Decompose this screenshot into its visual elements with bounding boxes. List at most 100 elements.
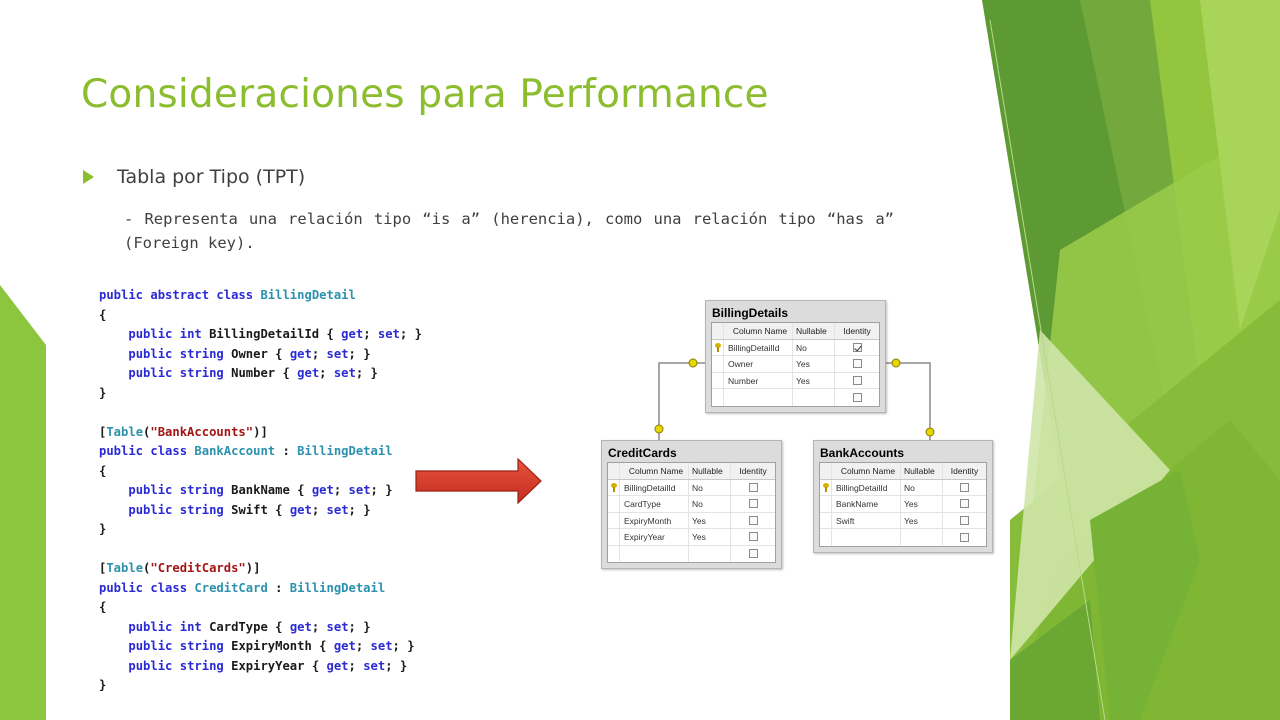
slide-title: Consideraciones para Performance bbox=[81, 72, 769, 117]
column-name-cell: BillingDetailId bbox=[620, 479, 689, 495]
table-row[interactable] bbox=[712, 389, 879, 406]
nullable-cell: Yes bbox=[901, 512, 943, 528]
column-header: Nullable bbox=[689, 463, 731, 479]
column-name-cell: ExpiryYear bbox=[620, 529, 689, 545]
primary-key-icon bbox=[714, 343, 721, 353]
nullable-cell: No bbox=[689, 496, 731, 512]
triangle-right-icon bbox=[83, 170, 94, 184]
bullet-text: Tabla por Tipo (TPT) bbox=[117, 166, 306, 188]
code-line: } bbox=[99, 678, 107, 692]
identity-checkbox[interactable] bbox=[960, 499, 969, 509]
primary-key-icon bbox=[610, 483, 617, 493]
column-header: Column Name bbox=[832, 463, 901, 479]
column-header: Identity bbox=[739, 465, 767, 476]
code-line: public string Number { get; set; } bbox=[128, 366, 378, 380]
code-line: public string ExpiryMonth { get; set; } bbox=[128, 639, 415, 653]
column-name-cell bbox=[620, 545, 689, 562]
code-line: public string BankName { get; set; } bbox=[128, 483, 393, 497]
primary-key-icon bbox=[822, 483, 829, 493]
column-header: Column Name bbox=[724, 323, 793, 339]
column-header: Identity bbox=[843, 325, 871, 336]
nullable-cell bbox=[793, 389, 835, 406]
code-line: public string Owner { get; set; } bbox=[128, 346, 371, 361]
code-line: [Table("CreditCards")] bbox=[99, 561, 261, 575]
nullable-cell: No bbox=[793, 339, 835, 355]
column-name-cell bbox=[724, 389, 793, 406]
description-text: - Representa una relación tipo “is a” (h… bbox=[124, 210, 894, 252]
code-line bbox=[99, 403, 422, 423]
column-header: Nullable bbox=[793, 323, 835, 339]
column-header: Column Name bbox=[620, 463, 689, 479]
table-title: BankAccounts bbox=[820, 446, 905, 460]
column-name-cell: BillingDetailId bbox=[724, 339, 793, 355]
identity-checkbox[interactable] bbox=[748, 499, 758, 509]
column-header: Nullable bbox=[901, 463, 943, 479]
identity-checkbox[interactable] bbox=[960, 515, 969, 525]
code-line: public string Swift { get; set; } bbox=[128, 502, 371, 517]
code-line bbox=[99, 540, 422, 560]
code-line: public abstract class BillingDetail bbox=[99, 288, 356, 302]
column-name-cell: CardType bbox=[620, 496, 689, 512]
column-name-cell bbox=[832, 529, 901, 546]
column-name-cell: ExpiryMonth bbox=[620, 512, 689, 528]
code-line: { bbox=[99, 307, 107, 322]
identity-checkbox[interactable] bbox=[852, 342, 862, 352]
identity-checkbox[interactable] bbox=[748, 549, 758, 559]
code-line: public int CardType { get; set; } bbox=[128, 619, 371, 634]
nullable-cell bbox=[901, 529, 943, 546]
identity-checkbox[interactable] bbox=[960, 482, 969, 492]
column-name-cell: Swift bbox=[832, 512, 901, 528]
code-block: public abstract class BillingDetail { pub… bbox=[99, 286, 422, 696]
column-name-cell: Number bbox=[724, 372, 793, 388]
table-row[interactable] bbox=[608, 545, 775, 562]
bullet-item: Tabla por Tipo (TPT) bbox=[83, 166, 305, 188]
nullable-cell bbox=[689, 545, 731, 562]
code-line: } bbox=[99, 522, 107, 536]
identity-checkbox[interactable] bbox=[748, 515, 758, 525]
column-header: Identity bbox=[950, 465, 979, 476]
identity-checkbox[interactable] bbox=[960, 532, 969, 542]
nullable-cell: Yes bbox=[689, 529, 731, 545]
nullable-cell: Yes bbox=[901, 496, 943, 512]
code-line: { bbox=[99, 463, 107, 478]
nullable-cell: No bbox=[689, 479, 731, 495]
identity-checkbox[interactable] bbox=[852, 392, 862, 402]
code-line: [Table("BankAccounts")] bbox=[99, 424, 268, 439]
column-name-cell: BillingDetailId bbox=[832, 479, 901, 495]
identity-checkbox[interactable] bbox=[748, 482, 758, 492]
code-line: public class BankAccount : BillingDetail bbox=[99, 444, 393, 458]
identity-checkbox[interactable] bbox=[852, 375, 862, 385]
table-row[interactable] bbox=[820, 529, 986, 546]
table-title: CreditCards bbox=[608, 446, 677, 460]
red-arrow-right-icon bbox=[415, 458, 542, 504]
nullable-cell: Yes bbox=[793, 356, 835, 372]
code-line: public class CreditCard : BillingDetail bbox=[99, 580, 386, 595]
code-line: { bbox=[99, 600, 107, 614]
identity-checkbox[interactable] bbox=[748, 532, 758, 542]
nullable-cell: No bbox=[901, 479, 943, 495]
nullable-cell: Yes bbox=[689, 512, 731, 528]
code-line: public string ExpiryYear { get; set; } bbox=[128, 658, 408, 673]
identity-checkbox[interactable] bbox=[852, 359, 862, 369]
